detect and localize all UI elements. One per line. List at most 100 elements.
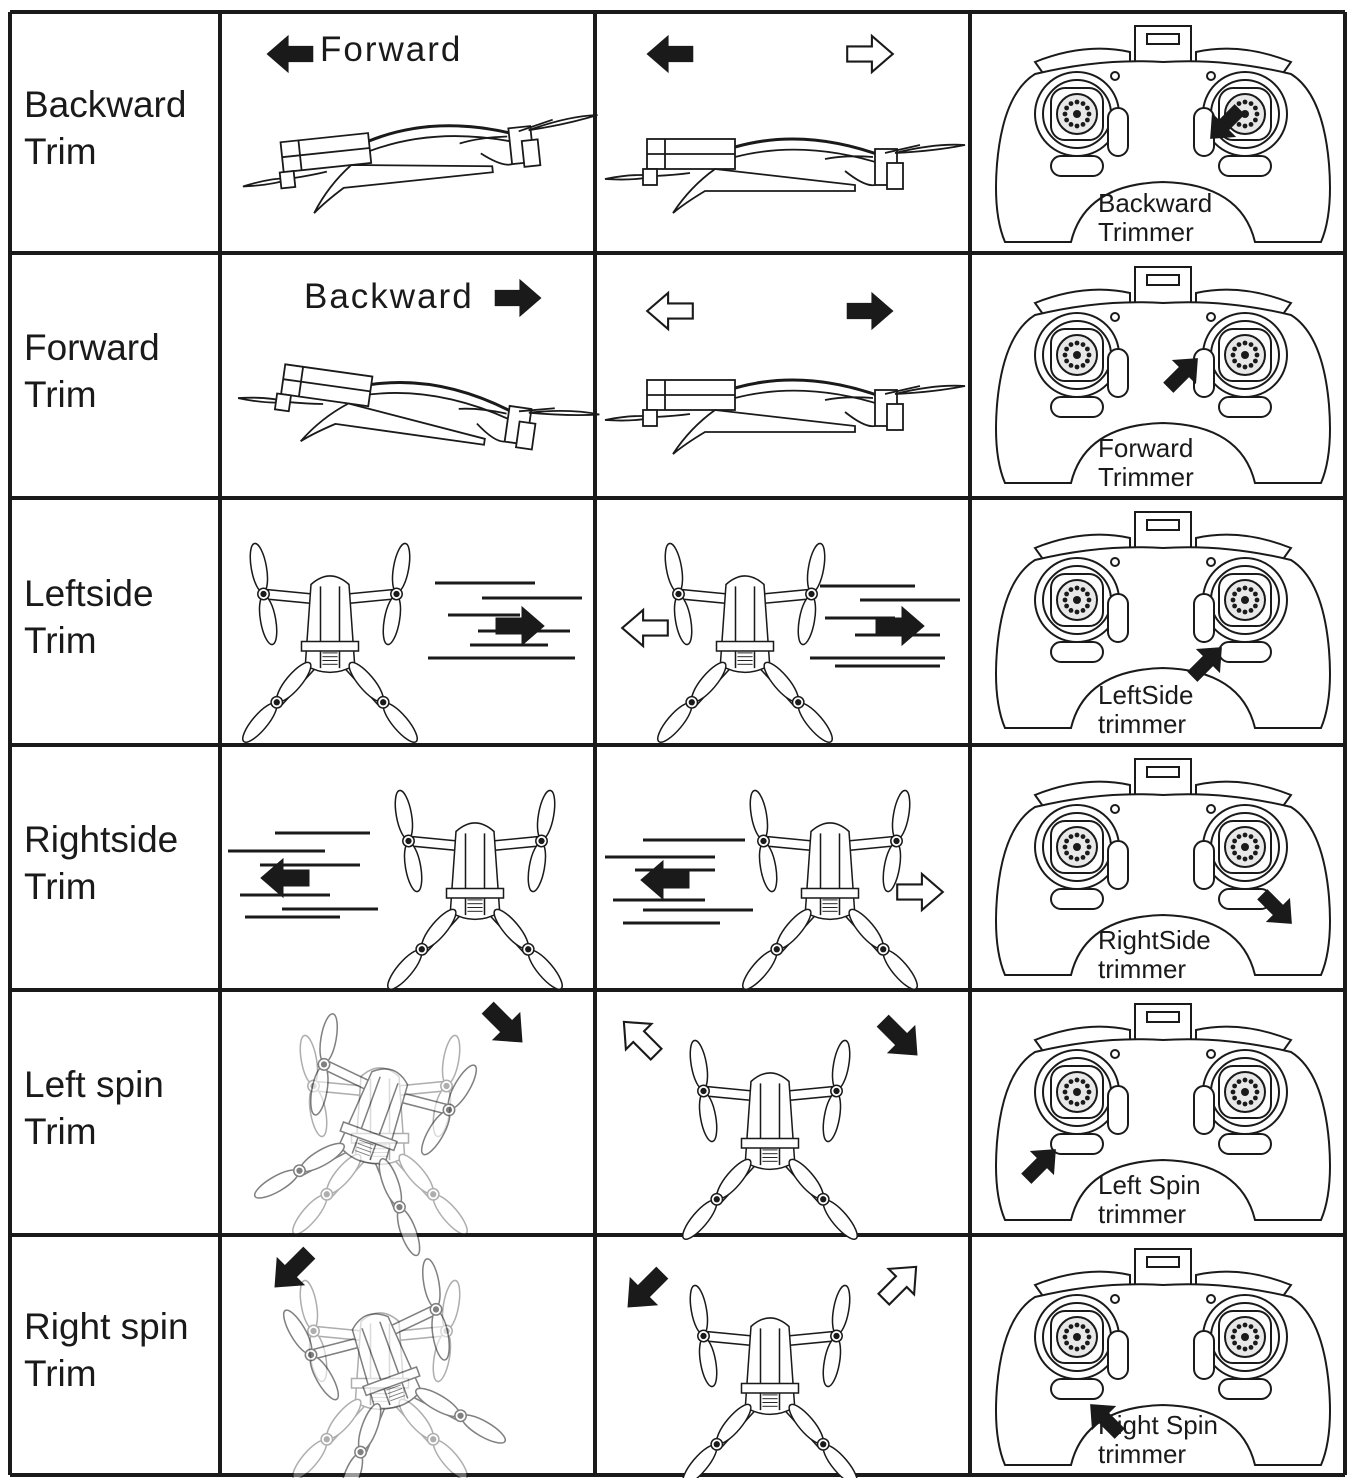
left-horizontal-trim-button [1050,155,1104,177]
down-right-filled-arrow-icon [876,1014,918,1056]
right-horizontal-trim-button [1218,1133,1272,1155]
left-vertical-trim-button [1107,840,1129,890]
drone-side-view [604,378,966,455]
down-left-filled-arrow-icon [627,1266,669,1308]
controller-illustration [995,266,1331,484]
trimmer-caption-line1: LeftSide [1098,680,1194,710]
right-vertical-trim-button [1193,840,1215,890]
left-horizontal-trim-button [1050,641,1104,663]
row-label-line2: Trim [24,619,97,661]
left-filled-arrow-icon [646,34,694,74]
controller-illustration [995,1248,1331,1466]
right-vertical-trim-button [1193,593,1215,643]
left-horizontal-trim-button [1050,1378,1104,1400]
row-label-line2: Trim [24,373,97,415]
drone-top-view [682,1039,858,1240]
row-label-line2: Trim [24,1110,97,1152]
movement-heading: Backward [304,277,474,316]
drone-top-view-rotated [253,1013,478,1257]
row-label-line1: Backward [24,83,187,125]
trim-pointer-arrow-icon [1187,647,1222,682]
trim-pointer-arrow-icon [1021,1149,1056,1184]
trim-pointer-arrow-icon [1163,358,1198,393]
left-vertical-trim-button [1107,348,1129,398]
right-vertical-trim-button [1193,1085,1215,1135]
left-horizontal-trim-button [1050,396,1104,418]
left-vertical-trim-button [1107,593,1129,643]
trim-pointer-arrow-icon [1257,889,1292,924]
left-filled-arrow-icon [640,859,690,901]
left-filled-arrow-icon [266,34,314,74]
right-horizontal-trim-button [1218,155,1272,177]
right-horizontal-trim-button [1218,1378,1272,1400]
right-filled-arrow-icon [875,605,925,647]
row-label-line1: Leftside [24,572,154,614]
controller-illustration [995,25,1331,243]
drone-top-view [657,542,833,743]
controller-illustration [995,511,1331,729]
trimmer-caption-line1: Forward [1098,433,1194,463]
movement-heading: Forward [320,30,463,69]
trim-pointer-arrow-icon [1090,1404,1125,1439]
trimmer-caption-line1: Left Spin [1098,1170,1201,1200]
right-filled-arrow-icon [495,605,545,647]
trimmer-caption-line2: trimmer [1098,1199,1187,1229]
row-label-line1: Left spin [24,1063,164,1105]
row-label-line1: Rightside [24,818,179,860]
trim-pointer-arrow-icon [1210,104,1245,139]
left-outline-arrow-icon [645,290,694,332]
up-right-outline-arrow-icon [877,1265,918,1306]
left-vertical-trim-button [1107,107,1129,157]
drone-top-view [242,542,418,743]
drone-top-view [387,789,563,990]
trimmer-caption-line2: Trimmer [1098,217,1194,247]
drone-top-view [742,789,918,990]
right-filled-arrow-icon [494,278,542,318]
right-filled-arrow-icon [846,291,894,331]
left-vertical-trim-button [1107,1330,1129,1380]
left-vertical-trim-button [1107,1085,1129,1135]
drone-top-view [682,1284,858,1478]
down-left-filled-arrow-icon [274,1246,316,1288]
row-label-line2: Trim [24,130,97,172]
trimmer-caption-line2: trimmer [1098,709,1187,739]
left-outline-arrow-icon [620,607,669,649]
right-outline-arrow-icon [846,33,895,75]
drone-side-view [237,363,600,451]
controller-illustration [995,758,1331,976]
trimmer-caption-line2: trimmer [1098,954,1187,984]
drone-side-view [604,137,966,214]
left-horizontal-trim-button [1050,1133,1104,1155]
trimmer-caption-line2: trimmer [1098,1439,1187,1469]
right-outline-arrow-icon [896,871,945,913]
row-label-line1: Forward [24,326,160,368]
drone-top-view-rotated [282,1258,507,1478]
trimmer-caption-line1: Backward [1098,188,1213,218]
down-right-filled-arrow-icon [481,1001,523,1043]
right-horizontal-trim-button [1218,396,1272,418]
left-filled-arrow-icon [260,857,310,899]
speed-lines [605,838,753,925]
left-horizontal-trim-button [1050,888,1104,910]
row-label-line1: Right spin [24,1306,189,1347]
row-label-line2: Trim [24,1353,97,1394]
